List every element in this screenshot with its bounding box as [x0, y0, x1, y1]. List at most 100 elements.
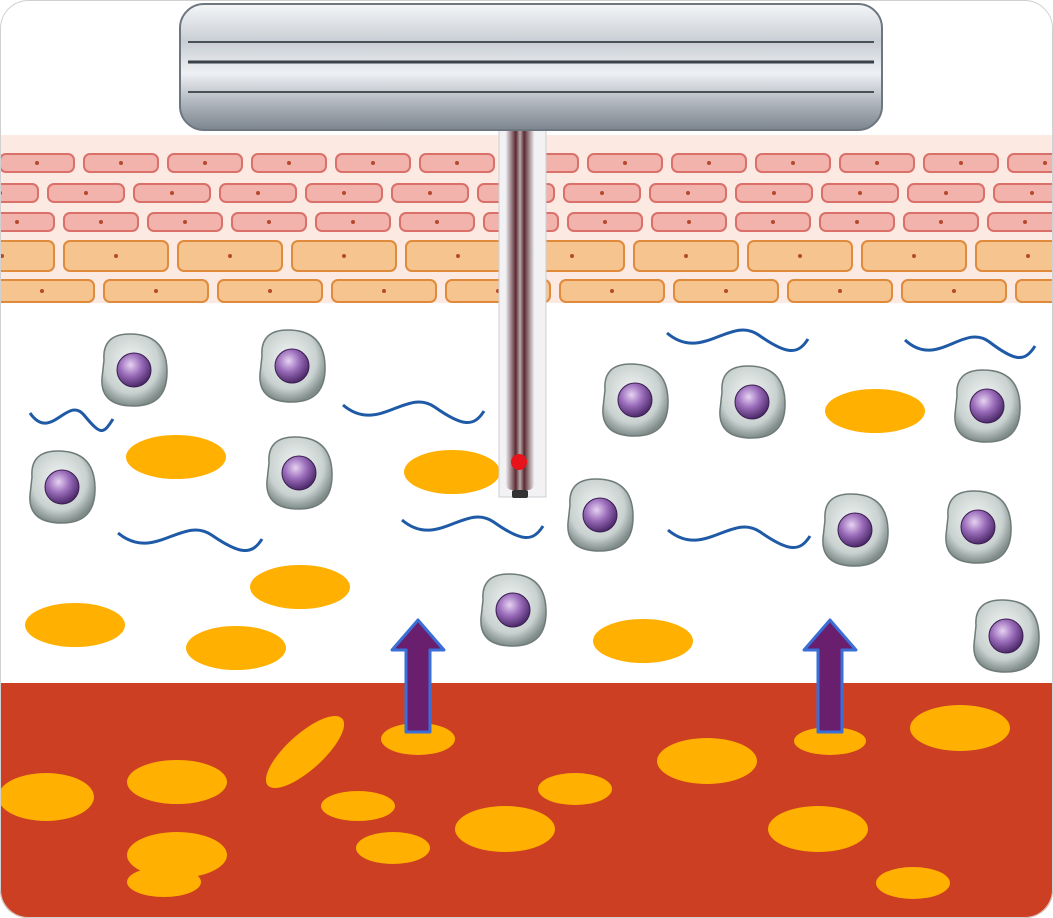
fiber-wave: [401, 515, 545, 539]
device-head: [179, 3, 883, 131]
skin-cell-nucleus: [600, 191, 604, 195]
fiber-wave: [342, 400, 486, 424]
skin-cell-nucleus: [603, 220, 607, 224]
probe: [498, 121, 547, 498]
skin-cell-nucleus: [772, 191, 776, 195]
fat-droplet: [768, 806, 868, 852]
skin-cell-nucleus: [610, 289, 614, 293]
up-arrow-icon: [802, 618, 858, 734]
fat-droplet: [910, 705, 1010, 751]
skin-cell-nucleus: [428, 191, 432, 195]
skin-cell: [975, 240, 1053, 272]
fat-droplet: [127, 760, 227, 804]
skin-cell-nucleus: [351, 220, 355, 224]
skin-cell-nucleus: [687, 220, 691, 224]
fat-droplet: [25, 603, 125, 647]
skin-cell: [0, 183, 39, 203]
upward-arrow-group: [390, 618, 858, 734]
skin-cell-nucleus: [1023, 220, 1027, 224]
skin-cell-nucleus: [170, 191, 174, 195]
immune-cell: [602, 363, 669, 437]
fat-droplet: [825, 389, 925, 433]
skin-cell-nucleus: [570, 254, 574, 258]
skin-cell-nucleus: [771, 220, 775, 224]
immune-cell-nucleus: [617, 382, 653, 418]
skin-cell-nucleus: [455, 161, 459, 165]
skin-cell-nucleus: [912, 254, 916, 258]
skin-cell-nucleus: [119, 161, 123, 165]
immune-cell-group: [29, 329, 1040, 673]
skin-cell-nucleus: [1030, 191, 1034, 195]
skin-cell-nucleus: [456, 254, 460, 258]
skin-cell-nucleus: [875, 161, 879, 165]
fat-droplet: [455, 806, 555, 852]
fat-droplet: [876, 867, 950, 899]
skin-cell-nucleus: [371, 161, 375, 165]
skin-cell: [0, 240, 55, 272]
fat-droplet: [538, 773, 612, 805]
fat-droplet: [265, 715, 345, 789]
fiber-wave: [28, 408, 115, 432]
skin-cell-nucleus: [1026, 254, 1030, 258]
fat-droplet: [126, 435, 226, 479]
immune-cell: [101, 333, 168, 407]
skin-cell-nucleus: [114, 254, 118, 258]
immune-cell-nucleus: [274, 348, 310, 384]
immune-cell-nucleus: [582, 497, 618, 533]
skin-cell: [987, 212, 1053, 232]
immune-cell: [29, 450, 96, 524]
skin-cell-nucleus: [798, 254, 802, 258]
immune-cell-nucleus: [281, 455, 317, 491]
fat-droplet: [356, 832, 430, 864]
skin-cell-nucleus: [838, 289, 842, 293]
skin-cell: [0, 212, 55, 232]
skin-cell-nucleus: [791, 161, 795, 165]
fat-droplet: [0, 773, 94, 821]
probe-tube: [506, 125, 534, 490]
fiber-wave: [903, 335, 1037, 359]
skin-cell-nucleus: [84, 191, 88, 195]
skin-cell-nucleus: [99, 220, 103, 224]
skin-cell-nucleus: [944, 191, 948, 195]
immune-cell-nucleus: [116, 352, 152, 388]
skin-cell: [0, 279, 95, 303]
skin-cell-nucleus: [707, 161, 711, 165]
immune-cell-nucleus: [495, 592, 531, 628]
immune-cell-nucleus: [44, 469, 80, 505]
probe-led-icon: [511, 454, 527, 470]
immune-cell: [719, 365, 786, 439]
skin-cell-nucleus: [35, 161, 39, 165]
immune-cell: [945, 490, 1012, 564]
skin-cell-nucleus: [858, 191, 862, 195]
skin-cell-nucleus: [342, 254, 346, 258]
immune-cell: [954, 369, 1021, 443]
fat-droplet: [381, 723, 455, 755]
skin-cell-nucleus: [952, 289, 956, 293]
skin-cell-nucleus: [154, 289, 158, 293]
skin-cell: [1015, 279, 1053, 303]
immune-cell: [567, 478, 634, 552]
skin-cell-nucleus: [1043, 161, 1047, 165]
skin-cell-nucleus: [287, 161, 291, 165]
fat-droplet: [186, 626, 286, 670]
immune-cell-nucleus: [988, 618, 1024, 654]
skin-cell-nucleus: [623, 161, 627, 165]
fat-droplet: [657, 738, 757, 784]
fiber-wave: [117, 528, 264, 552]
fat-droplet: [127, 832, 227, 878]
immune-cell-nucleus: [837, 512, 873, 548]
skin-cell-nucleus: [228, 254, 232, 258]
fiber-wave: [667, 525, 812, 549]
skin-cell-nucleus: [435, 220, 439, 224]
skin-cell-nucleus: [382, 289, 386, 293]
skin-cell-nucleus: [684, 254, 688, 258]
skin-cell: [993, 183, 1053, 203]
immune-cell: [973, 599, 1040, 673]
skin-cell-nucleus: [939, 220, 943, 224]
skin-cell-nucleus: [342, 191, 346, 195]
up-arrow-icon: [390, 618, 446, 734]
skin-cell-nucleus: [686, 191, 690, 195]
skin-cell-nucleus: [256, 191, 260, 195]
fat-droplet: [794, 727, 866, 755]
